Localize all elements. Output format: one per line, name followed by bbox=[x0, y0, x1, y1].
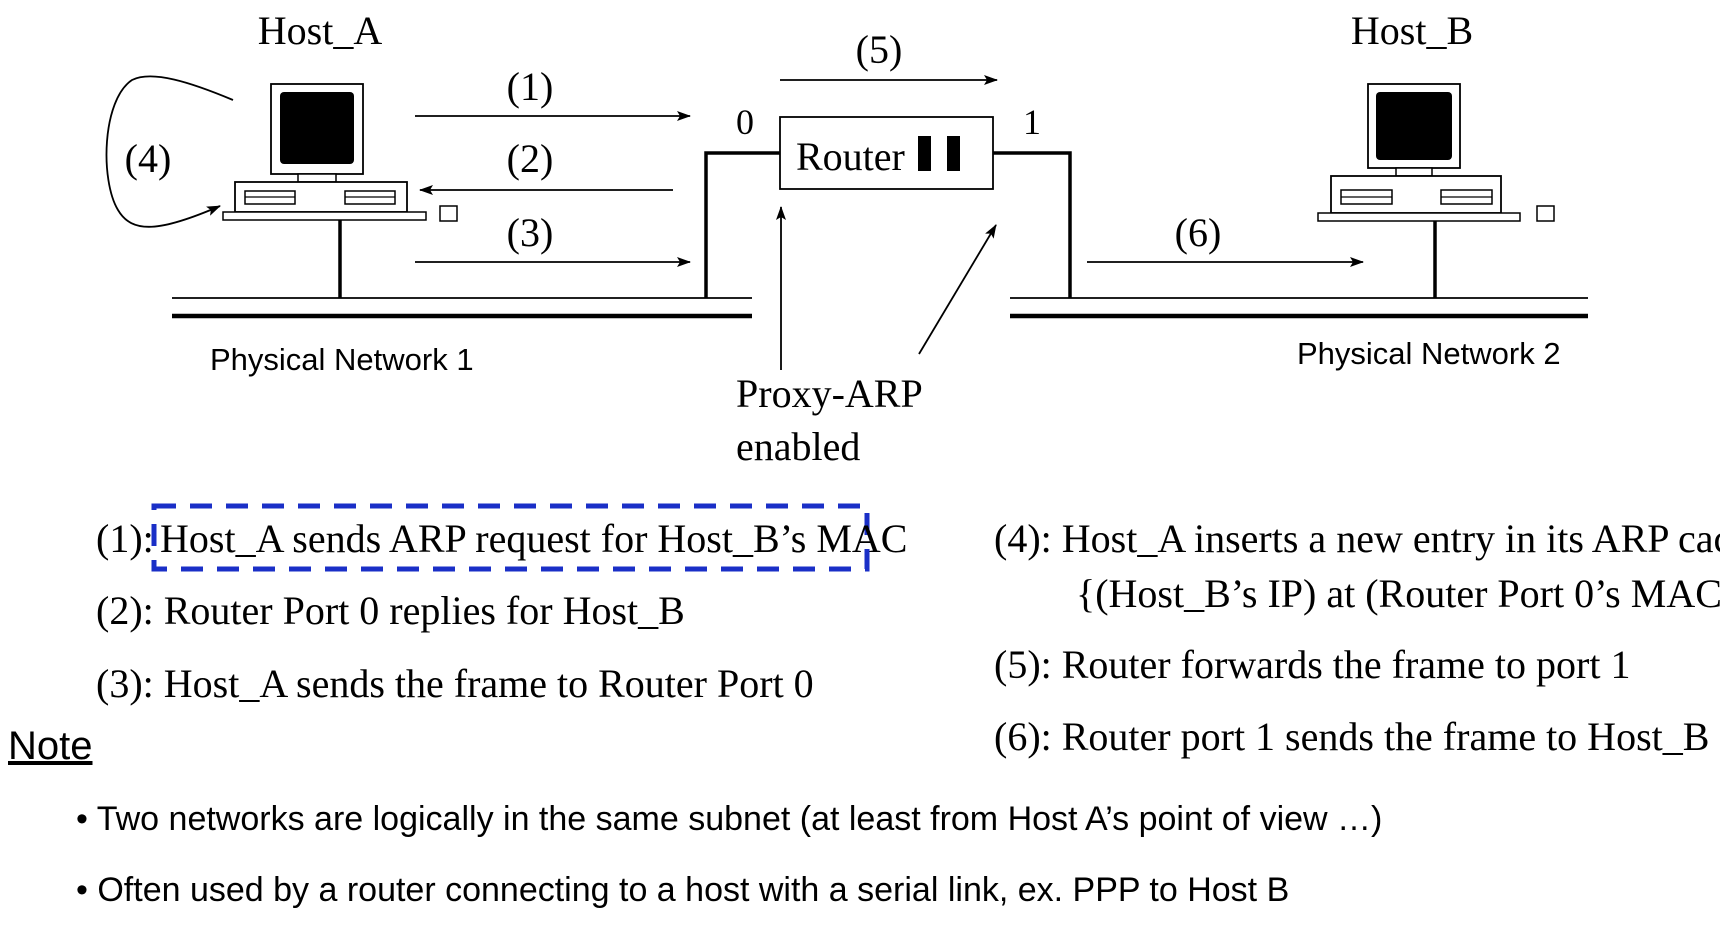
proxy-arp-pointer-arrow-port-1 bbox=[918, 224, 997, 355]
router-port-1-link bbox=[993, 151, 1072, 298]
step-1-marker: (1) bbox=[507, 64, 554, 109]
physical-network-1-bus bbox=[172, 297, 752, 319]
physical-network-2-bus bbox=[1010, 297, 1588, 319]
step-1-description: Host_A sends ARP request for Host_B’s MA… bbox=[160, 516, 907, 561]
step-4-loop-arrow bbox=[105, 75, 234, 228]
router-port-0-label: 0 bbox=[736, 102, 754, 142]
router-port-0-link bbox=[704, 151, 780, 298]
step-2-description: (2): Router Port 0 replies for Host_B bbox=[96, 588, 685, 633]
proxy-arp-label: Proxy-ARP bbox=[736, 371, 923, 416]
step-4-marker: (4) bbox=[125, 136, 172, 181]
step-6-marker: (6) bbox=[1175, 210, 1222, 255]
step-1-prefix: (1): bbox=[96, 516, 154, 561]
host-b-label: Host_B bbox=[1351, 8, 1473, 53]
note-bullet-1: • Two networks are logically in the same… bbox=[76, 800, 1383, 838]
step-2-marker: (2) bbox=[507, 136, 554, 181]
step-4-description: (4): Host_A inserts a new entry in its A… bbox=[994, 516, 1720, 561]
host-a-label: Host_A bbox=[258, 8, 383, 53]
proxy-arp-enabled-label: enabled bbox=[736, 424, 860, 469]
step-4-arp-entry: {(Host_B’s IP) at (Router Port 0’s MAC)} bbox=[1076, 571, 1720, 616]
host-a-computer-icon bbox=[222, 83, 458, 222]
physical-network-1-label: Physical Network 1 bbox=[210, 342, 474, 377]
physical-network-2-label: Physical Network 2 bbox=[1297, 336, 1561, 371]
step-3-description: (3): Host_A sends the frame to Router Po… bbox=[96, 661, 814, 706]
note-heading: Note bbox=[8, 724, 93, 768]
step-3-marker: (3) bbox=[507, 210, 554, 255]
step-5-marker: (5) bbox=[856, 27, 903, 72]
router-box bbox=[779, 116, 994, 190]
step-6-description: (6): Router port 1 sends the frame to Ho… bbox=[994, 714, 1709, 759]
step-5-description: (5): Router forwards the frame to port 1 bbox=[994, 642, 1630, 687]
host-b-computer-icon bbox=[1317, 83, 1555, 222]
note-bullet-2: • Often used by a router connecting to a… bbox=[76, 871, 1290, 909]
router-label: Router bbox=[796, 134, 905, 179]
step-1-highlight-box bbox=[151, 503, 870, 572]
router-port-1-label: 1 bbox=[1023, 102, 1041, 142]
